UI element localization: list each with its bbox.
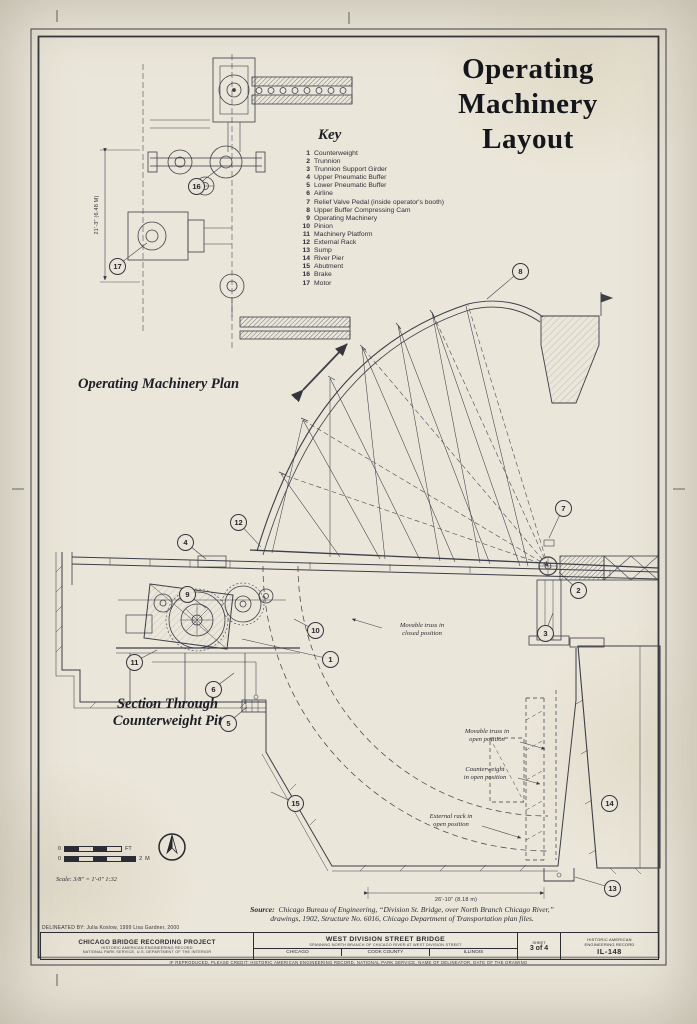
- title-block-location: CHICAGO COOK COUNTY ILLINOIS: [254, 948, 517, 956]
- title-line: Operating: [462, 53, 594, 85]
- balloon-upper-pneumatic-buffer: 4: [177, 534, 194, 551]
- balloon-trunnion-support-girder: 3: [537, 625, 554, 642]
- balloon-lower-pneumatic-buffer: 5: [220, 715, 237, 732]
- scale-row-feet: 0 FT: [58, 846, 132, 852]
- scale-row-meters: 0 2 M: [58, 856, 150, 862]
- page-title: Operating Machinery Layout: [430, 52, 626, 157]
- section-drawing: [55, 165, 661, 899]
- section-label: Section Through Counterweight Pit: [112, 696, 223, 729]
- source-note: Source: Chicago Bureau of Engineering, “…: [250, 905, 554, 923]
- city: CHICAGO: [286, 950, 309, 955]
- balloon-airline: 6: [205, 681, 222, 698]
- state: ILLINOIS: [429, 949, 517, 956]
- balloon-brake: 16: [188, 178, 205, 195]
- note-counterweight-open: Counterweight in open position: [463, 766, 507, 781]
- horizontal-dimension: 26'-10" (8.18 m): [434, 897, 478, 903]
- title-block-record: HISTORIC AMERICAN ENGINEERING RECORD IL-…: [584, 936, 635, 956]
- note-rack-open: External rack in open position: [429, 813, 473, 828]
- title-block-project: CHICAGO BRIDGE RECORDING PROJECT HISTORI…: [41, 933, 254, 959]
- reproduction-credit: IF REPRODUCED, PLEASE CREDIT: HISTORIC A…: [169, 959, 528, 965]
- title-block: CHICAGO BRIDGE RECORDING PROJECT HISTORI…: [40, 932, 659, 960]
- balloon-relief-valve-pedal: 7: [555, 500, 572, 517]
- delineator-credit: DELINEATED BY: Julia Koslow, 1999 Lisa G…: [42, 925, 180, 931]
- balloon-operating-machinery: 9: [179, 586, 196, 603]
- north-arrow-icon: [158, 833, 186, 861]
- note-truss-closed: Movable truss in closed position: [399, 622, 445, 637]
- balloon-abutment: 15: [287, 795, 304, 812]
- balloon-pinion: 10: [307, 622, 324, 639]
- title-block-structure: WEST DIVISION STREET BRIDGE SPANNING NOR…: [254, 933, 518, 959]
- note-truss-open: Movable truss in open position: [464, 728, 510, 743]
- title-block-sheet: SHEET 3 of 4: [518, 933, 561, 959]
- balloon-machinery-platform: 11: [126, 654, 143, 671]
- machinery-plan-drawing: [100, 54, 353, 348]
- balloon-leaders: [116, 165, 613, 889]
- balloon-external-rack: 12: [230, 514, 247, 531]
- vertical-dimension: 21'-3" (6.48 M): [94, 195, 100, 235]
- scale-text: Scale: 3/8" = 1'-0" 1:32: [56, 876, 117, 883]
- scale-bar-feet: [64, 846, 123, 852]
- balloon-motor: 17: [109, 258, 126, 275]
- key-heading: Key: [318, 127, 342, 143]
- balloon-river-pier: 14: [601, 795, 618, 812]
- plan-label: Operating Machinery Plan: [78, 376, 240, 392]
- title-line: Machinery: [458, 88, 598, 120]
- balloon-trunnion: 2: [570, 582, 587, 599]
- title-line: Layout: [482, 123, 574, 155]
- balloon-upper-buffer-cam: 8: [512, 263, 529, 280]
- scale-bar-meters: [64, 856, 137, 862]
- source-prefix: Source:: [250, 905, 275, 914]
- county: COOK COUNTY: [341, 949, 429, 956]
- balloon-counterweight: 1: [322, 651, 339, 668]
- balloon-sump: 13: [604, 880, 621, 897]
- scale-bar: 0 FT 0 2 M: [58, 846, 150, 862]
